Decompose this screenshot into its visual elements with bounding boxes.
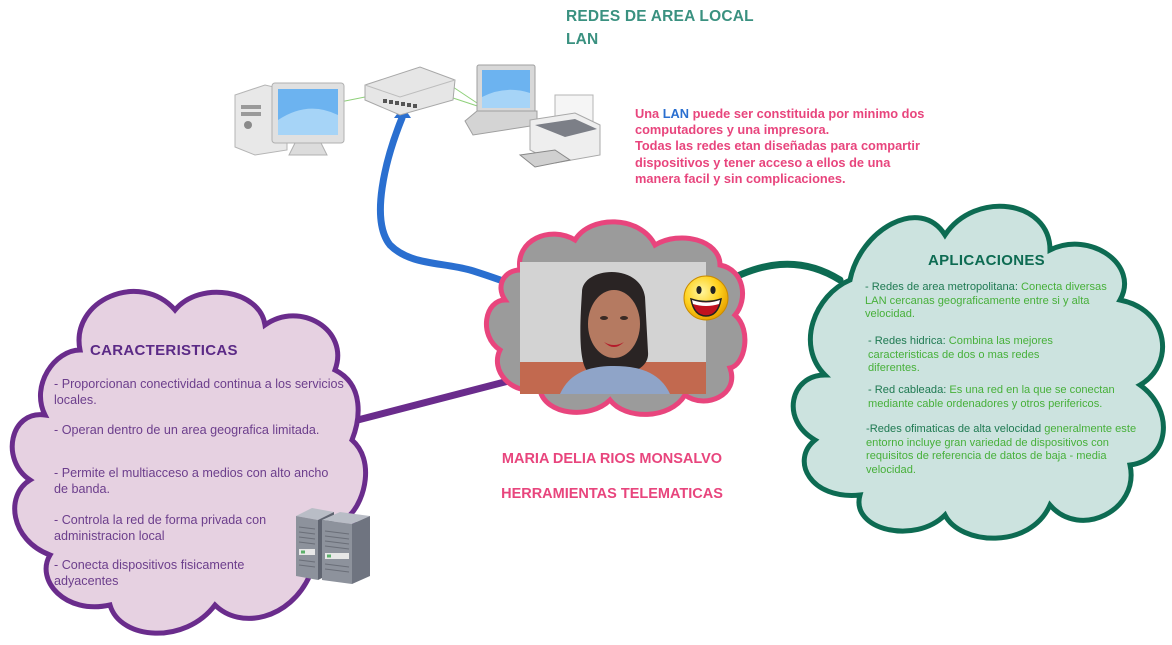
intro-text: Una LAN puede ser constituida por minimo… (635, 106, 925, 187)
lan-network-icon (234, 64, 601, 168)
caracteristica-item: - Proporcionan conectividad continua a l… (54, 377, 344, 407)
desktop-computer-icon (234, 82, 345, 156)
caracteristicas-title: CARACTERISTICAS (90, 342, 238, 359)
caracteristica-item: - Controla la red de forma privada con a… (54, 513, 267, 543)
intro-line-2: Todas las redes etan diseñadas para comp… (635, 138, 920, 186)
caracteristica-item: - Operan dentro de un area geografica li… (54, 423, 320, 437)
purple-connector (346, 374, 524, 426)
title-line-2: LAN (566, 31, 599, 48)
lan-highlight: LAN (662, 106, 690, 121)
blue-connector (376, 114, 519, 289)
author-photo (520, 262, 706, 394)
printer-icon (518, 94, 601, 168)
caracteristica-item: - Conecta dispositivos fisicamente adyac… (54, 558, 245, 588)
author-name: MARIA DELIA RIOS MONSALVO (501, 451, 723, 467)
server-icon (296, 508, 370, 584)
intro-line-1: Una LAN puede ser constituida por minimo… (635, 106, 925, 138)
aplicacion-item: - Redes hidrica: Combina las mejores car… (868, 335, 1053, 375)
page-title: REDES DE AREA LOCAL LAN (566, 5, 754, 51)
person-portrait-icon (520, 262, 706, 394)
aplicacion-item: -Redes ofimaticas de alta velocidad gene… (866, 423, 1137, 477)
network-switch-icon (364, 66, 456, 116)
caracteristica-item: - Permite el multiacceso a medios con al… (54, 466, 329, 496)
aplicacion-item: - Redes de area metropolitana: Conecta d… (865, 281, 1107, 321)
smiley-icon (683, 275, 729, 321)
course-name: HERRAMIENTAS TELEMATICAS (501, 486, 723, 502)
aplicaciones-title: APLICACIONES (928, 252, 1045, 269)
title-line-1: REDES DE AREA LOCAL (566, 8, 754, 25)
aplicacion-item: - Red cableada: Es una red en la que se … (868, 384, 1115, 410)
laptop-icon (464, 64, 538, 136)
aplicaciones-cloud (790, 203, 1166, 541)
